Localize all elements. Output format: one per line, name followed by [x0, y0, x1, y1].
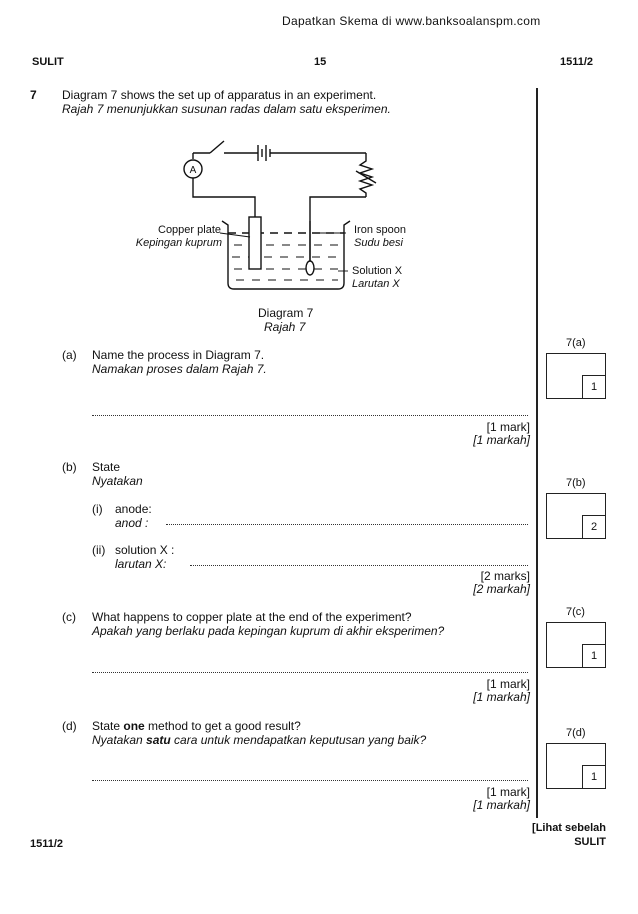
label-copper-en: Copper plate: [158, 224, 221, 236]
pointer-copper: [219, 232, 251, 238]
page-number: 15: [314, 56, 327, 68]
part-c-mark-en: [1 mark]: [486, 677, 530, 691]
part-a-text-ms: Namakan proses dalam Rajah 7.: [92, 362, 267, 376]
iron-spoon-bowl: [305, 260, 315, 276]
answer-line-d[interactable]: [92, 780, 528, 781]
mark-box-c-max: 1: [582, 644, 606, 668]
label-iron-en: Iron spoon: [354, 224, 406, 236]
footer-sulit: SULIT: [574, 836, 606, 848]
box-c-label: 7(c): [566, 606, 585, 618]
mark-box-b-max: 2: [582, 515, 606, 539]
header-sulit: SULIT: [32, 56, 64, 68]
part-d-label: (d): [62, 719, 77, 733]
rheostat: [357, 155, 375, 197]
question-intro-ms: Rajah 7 menunjukkan susunan radas dalam …: [62, 102, 391, 116]
part-b-ii-ms: larutan X:: [115, 557, 167, 571]
copper-plate: [248, 216, 262, 270]
label-copper-ms: Kepingan kuprum: [135, 237, 222, 249]
part-b-i-label: (i): [92, 502, 103, 516]
wire-to-copper: [192, 178, 256, 217]
box-b-label: 7(b): [566, 477, 586, 489]
part-b-text-en: State: [92, 460, 121, 474]
part-c-mark-ms: [1 markah]: [473, 690, 530, 704]
mark-box-a: 1: [546, 353, 606, 399]
ammeter-label: A: [190, 165, 197, 176]
mark-box-a-max: 1: [582, 375, 606, 399]
mark-box-b: 2: [546, 493, 606, 539]
part-d-text-en: State one method to get a good result?: [92, 719, 301, 733]
mark-box-d: 1: [546, 743, 606, 789]
part-a-label: (a): [62, 348, 77, 362]
part-c-text-ms: Apakah yang berlaku pada kepingan kuprum…: [92, 624, 445, 638]
part-c-text-en: What happens to copper plate at the end …: [92, 610, 412, 624]
diagram-caption-en: Diagram 7: [258, 306, 314, 320]
footer-code: 1511/2: [30, 838, 64, 850]
part-b-ii-en: solution X :: [115, 543, 175, 557]
mark-box-c: 1: [546, 622, 606, 668]
part-d-mark-en: [1 mark]: [486, 785, 530, 799]
box-d-label: 7(d): [566, 727, 586, 739]
label-solution-en: Solution X: [352, 265, 403, 277]
beaker: [221, 220, 351, 290]
answer-line-b-ii[interactable]: [190, 565, 528, 566]
part-b-text-ms: Nyatakan: [92, 474, 143, 488]
part-a-mark-en: [1 mark]: [486, 420, 530, 434]
part-b-mark-ms: [2 markah]: [473, 582, 530, 596]
part-d-mark-ms: [1 markah]: [473, 798, 530, 812]
label-iron-ms: Sudu besi: [354, 237, 403, 249]
part-b-i-en: anode:: [115, 502, 152, 516]
answer-line-a[interactable]: [92, 415, 528, 416]
watermark: Dapatkan Skema di www.banksoalanspm.com: [282, 14, 541, 28]
rheostat-slider: [355, 170, 377, 184]
label-solution-ms: Larutan X: [352, 278, 400, 290]
question-intro-en: Diagram 7 shows the set up of apparatus …: [62, 88, 377, 102]
footer-turn-over: [Lihat sebelah: [532, 822, 606, 834]
electrolysis-diagram: A: [183, 140, 377, 290]
diagram-caption-ms: Rajah 7: [264, 320, 306, 334]
part-b-ii-label: (ii): [92, 543, 106, 557]
part-b-mark-en: [2 marks]: [480, 569, 530, 583]
margin-divider: [536, 88, 538, 818]
part-c-label: (c): [62, 610, 76, 624]
question-number: 7: [30, 88, 37, 102]
switch: [209, 140, 225, 154]
box-a-label: 7(a): [566, 337, 586, 349]
wire-to-spoon: [309, 196, 366, 221]
part-b-label: (b): [62, 460, 77, 474]
part-b-i-ms: anod :: [115, 516, 149, 530]
mark-box-d-max: 1: [582, 765, 606, 789]
part-a-text-en: Name the process in Diagram 7.: [92, 348, 265, 362]
answer-line-b-i[interactable]: [166, 524, 528, 525]
part-d-text-ms: Nyatakan satu cara untuk mendapatkan kep…: [92, 733, 427, 747]
part-a-mark-ms: [1 markah]: [473, 433, 530, 447]
answer-line-c[interactable]: [92, 672, 528, 673]
paper-code: 1511/2: [560, 56, 594, 68]
